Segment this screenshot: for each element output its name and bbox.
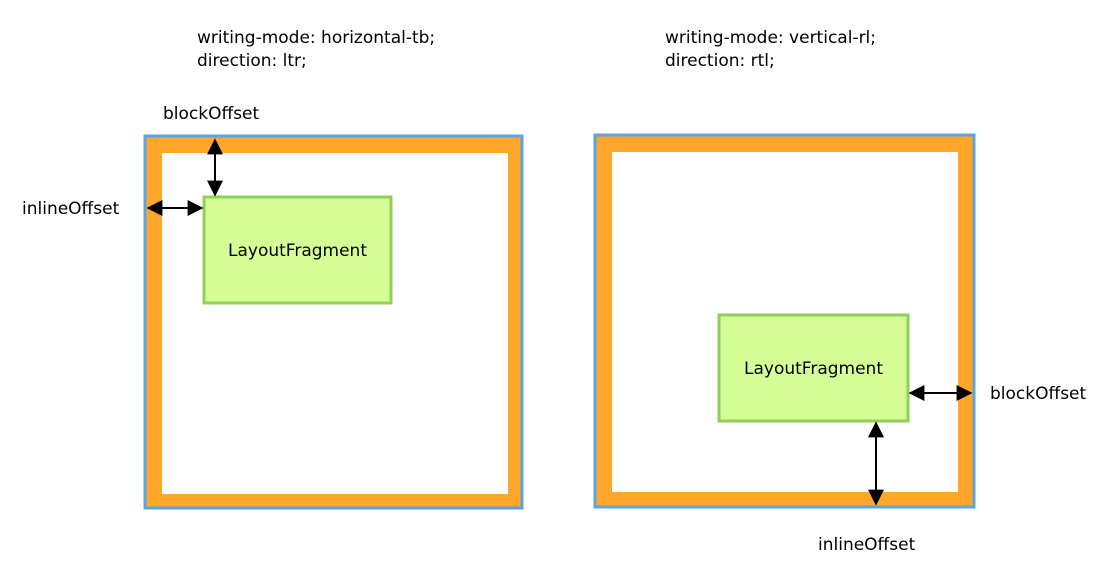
right-layout-fragment <box>717 313 910 423</box>
right-panel: writing-mode: vertical-rl; direction: rt… <box>593 28 1087 555</box>
left-caption-direction: direction: ltr; <box>197 51 307 71</box>
left-layout-fragment-label: LayoutFragment <box>228 241 367 261</box>
left-layout-fragment <box>202 195 393 305</box>
right-block-offset-label: blockOffset <box>990 384 1087 404</box>
left-caption-writing-mode: writing-mode: horizontal-tb; <box>197 28 435 48</box>
right-caption-direction: direction: rtl; <box>665 51 775 71</box>
left-panel: writing-mode: horizontal-tb; direction: … <box>22 28 524 510</box>
left-block-offset-label: blockOffset <box>163 104 260 124</box>
left-container-border <box>143 134 524 510</box>
right-layout-fragment-label: LayoutFragment <box>744 359 883 379</box>
right-inline-offset-label: inlineOffset <box>818 535 916 555</box>
right-container-border <box>593 133 976 509</box>
right-caption-writing-mode: writing-mode: vertical-rl; <box>665 28 876 48</box>
left-inline-offset-label: inlineOffset <box>22 199 120 219</box>
